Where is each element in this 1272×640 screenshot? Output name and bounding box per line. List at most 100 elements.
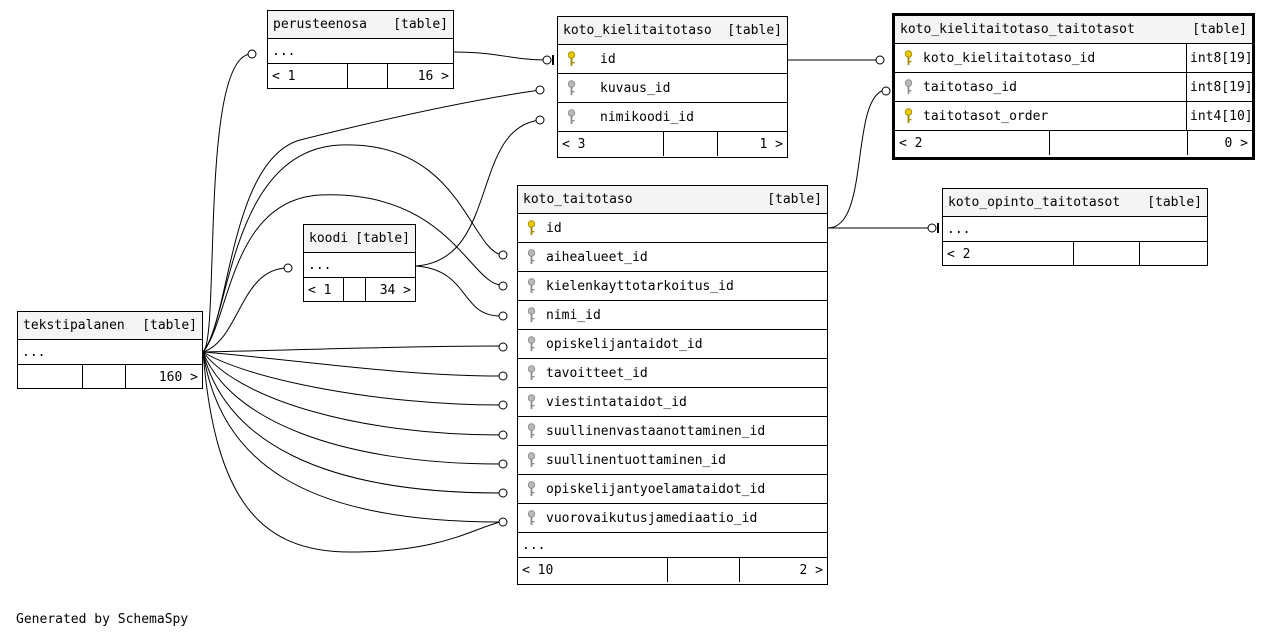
table-footer: < 2 0 > — [895, 131, 1252, 155]
primary-key-icon — [562, 51, 580, 67]
table-koto-kielitaitotaso[interactable]: koto_kielitaitotaso [table] id kuvaus_id… — [557, 16, 788, 158]
edge-end-circle — [498, 250, 508, 260]
edge-tekstipalanen-loop — [202, 351, 501, 553]
edge-end-circle — [875, 55, 885, 65]
column-row: opiskelijantaidot_id — [518, 330, 827, 359]
table-footer: < 3 1 > — [558, 132, 787, 156]
foreign-key-icon — [522, 452, 540, 468]
primary-key-icon — [899, 50, 917, 66]
edge-end-circle — [498, 488, 508, 498]
edge-tekstipalanen-opiskelijantaidot — [202, 345, 501, 353]
more-columns-row: ... — [943, 217, 1207, 242]
table-header: koto_kielitaitotaso_taitotasot [table] — [895, 16, 1252, 44]
more-columns-row: ... — [304, 253, 415, 278]
table-tekstipalanen[interactable]: tekstipalanen [table] ... 160 > — [17, 311, 203, 389]
foot-parents: < 1 — [304, 278, 344, 302]
column-name: koto_kielitaitotaso_id — [923, 50, 1096, 66]
foreign-key-icon — [562, 80, 580, 96]
edge-tekstipalanen-suullinenvastaanottaminen — [202, 351, 501, 436]
foreign-key-icon — [522, 423, 540, 439]
edge-end-circle — [881, 86, 891, 96]
foot-mid — [83, 365, 126, 389]
table-koto-taitotaso[interactable]: koto_taitotaso [table] id aihealueet_id … — [517, 185, 828, 585]
foreign-key-icon — [522, 365, 540, 381]
table-koodi[interactable]: koodi [table] ... < 1 34 > — [303, 224, 416, 302]
foot-mid — [1050, 131, 1188, 155]
foreign-key-icon — [899, 79, 917, 95]
table-tag: [table] — [393, 17, 448, 32]
foot-mid — [1074, 242, 1140, 266]
column-row: tavoitteet_id — [518, 359, 827, 388]
table-footer: < 2 — [943, 242, 1207, 266]
more-columns-row: ... — [518, 533, 827, 558]
column-name: kielenkayttotarkoitus_id — [546, 278, 734, 294]
column-name: id — [546, 220, 562, 236]
table-header: tekstipalanen [table] — [18, 312, 202, 340]
foot-children: 16 > — [417, 68, 449, 84]
edge-end-circle — [247, 49, 257, 59]
foot-children: 34 > — [379, 282, 411, 298]
foot-parents — [18, 365, 83, 389]
table-footer: 160 > — [18, 365, 202, 389]
foreign-key-icon — [522, 336, 540, 352]
foot-parents: < 10 — [518, 558, 668, 582]
column-type: int8[19] — [1186, 73, 1253, 101]
foot-mid — [344, 278, 366, 302]
foreign-key-icon — [562, 109, 580, 125]
foreign-key-icon — [522, 510, 540, 526]
edge-end-circle — [498, 342, 508, 352]
edge-taitotasot-to-taitotaso — [827, 89, 885, 229]
table-name: koto_kielitaitotaso — [563, 23, 712, 38]
column-name: nimi_id — [546, 307, 601, 323]
table-name: koodi — [309, 231, 349, 246]
primary-key-icon — [522, 220, 540, 236]
column-row: suullinenvastaanottaminen_id — [518, 417, 827, 446]
edge-end-circle — [498, 311, 508, 321]
column-name: vuorovaikutusjamediaatio_id — [546, 510, 758, 526]
column-row: koto_kielitaitotaso_id int8[19] — [895, 44, 1253, 73]
column-row: nimi_id — [518, 301, 827, 330]
foot-children: 160 > — [158, 369, 198, 385]
edge-end-circle — [498, 281, 508, 291]
column-name: aihealueet_id — [546, 249, 648, 265]
more-columns-row: ... — [268, 39, 453, 64]
column-row: vuorovaikutusjamediaatio_id — [518, 504, 827, 533]
column-name: taitotaso_id — [923, 79, 1017, 95]
table-header: koto_opinto_taitotasot [table] — [943, 189, 1207, 217]
table-tag: [table] — [1147, 195, 1202, 210]
edge-end-circle — [535, 115, 545, 125]
table-name: perusteenosa — [273, 17, 367, 32]
table-footer: < 1 16 > — [268, 64, 453, 88]
foreign-key-icon — [522, 278, 540, 294]
edge-tekstipalanen-vuorovaikutus — [202, 351, 501, 523]
edge-end-circle — [498, 400, 508, 410]
foot-mid — [668, 558, 740, 582]
column-row: suullinentuottaminen_id — [518, 446, 827, 475]
column-name: suullinentuottaminen_id — [546, 452, 727, 468]
column-type: int8[19] — [1186, 44, 1253, 72]
edge-end-circle — [498, 430, 508, 440]
edge-tekstipalanen-tyoelama — [202, 351, 501, 494]
table-tag: [table] — [767, 192, 822, 207]
edge-tekstipalanen-perusteenosa — [202, 53, 251, 353]
column-row: opiskelijantyoelamataidot_id — [518, 475, 827, 504]
table-name: koto_opinto_taitotasot — [948, 195, 1121, 210]
column-row: nimikoodi_id — [558, 103, 787, 132]
table-footer: < 1 34 > — [304, 278, 415, 302]
edge-tekstipalanen-koodi — [202, 267, 289, 353]
table-koto-opinto-taitotasot[interactable]: koto_opinto_taitotasot [table] ... < 2 — [942, 188, 1208, 266]
column-name: id — [600, 51, 616, 67]
edge-end-circle — [542, 55, 552, 65]
column-row: taitotaso_id int8[19] — [895, 73, 1253, 102]
table-header: koodi [table] — [304, 225, 415, 253]
edge-end-circle — [927, 223, 937, 233]
column-name: taitotasot_order — [923, 108, 1049, 124]
table-header: perusteenosa [table] — [268, 11, 453, 39]
table-koto-kielitaitotaso-taitotasot[interactable]: koto_kielitaitotaso_taitotasot [table] k… — [892, 13, 1255, 160]
edge-end-circle — [498, 517, 508, 527]
foot-parents: < 2 — [895, 131, 1050, 155]
table-perusteenosa[interactable]: perusteenosa [table] ... < 1 16 > — [267, 10, 454, 89]
column-row: kuvaus_id — [558, 74, 787, 103]
edge-tekstipalanen-aihealueet — [202, 144, 503, 353]
table-header: koto_taitotaso [table] — [518, 186, 827, 214]
